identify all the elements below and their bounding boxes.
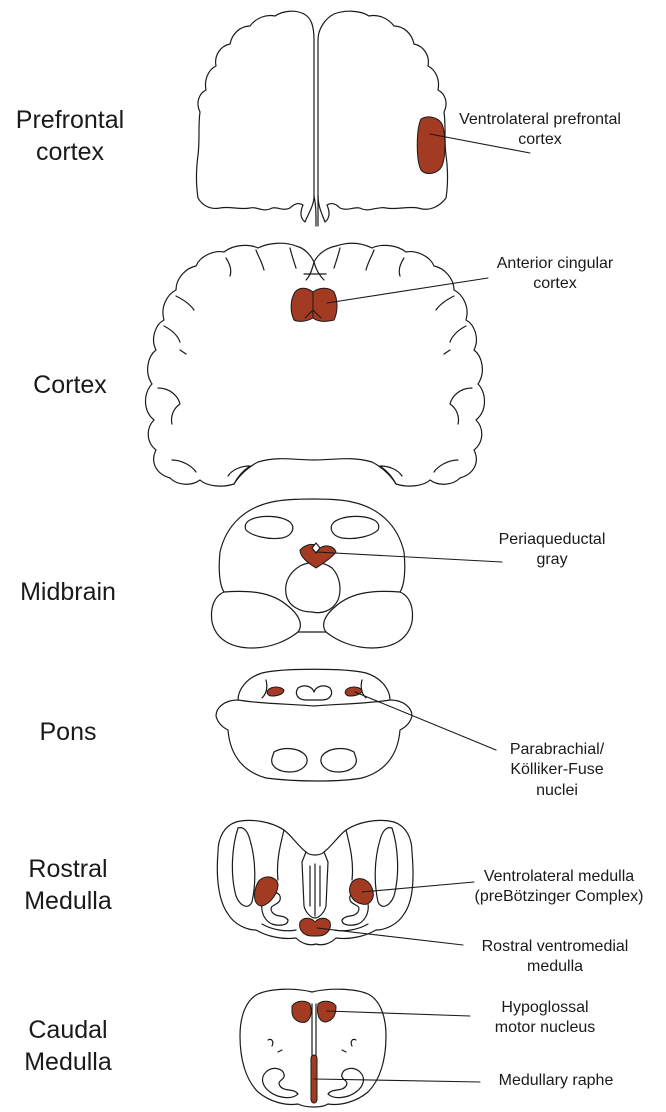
vlm-left-region <box>255 877 278 906</box>
level-label-line: Cortex <box>2 369 138 401</box>
region-label-line: Kölliker-Fuse <box>486 760 628 780</box>
region-label-line: cortex <box>474 274 636 294</box>
level-label-line: Pons <box>0 716 136 748</box>
pb-leader-line <box>355 692 496 750</box>
level-label-rostral-medulla: Rostral Medulla <box>0 853 136 917</box>
cortex-outline <box>146 243 485 486</box>
pons-fourth-ventricle <box>296 686 331 700</box>
level-label-line: Medulla <box>0 1046 136 1078</box>
midbrain-left-colliculus <box>245 516 293 538</box>
raphe-leader-line <box>314 1079 480 1082</box>
region-label-rvm: Rostral ventromedial medulla <box>460 937 650 978</box>
prefrontal-midline <box>314 196 318 226</box>
cortex-midline <box>304 262 326 280</box>
level-label-line: Rostral <box>0 853 136 885</box>
acc-region <box>291 288 337 321</box>
level-label-line: cortex <box>2 136 138 168</box>
pag-leader-line <box>316 552 502 562</box>
region-label-line: Parabrachial/ <box>486 740 628 760</box>
level-label-line: Midbrain <box>0 576 136 608</box>
pons-section <box>216 669 496 781</box>
region-label-line: Hypoglossal <box>470 998 620 1018</box>
rvm-leader-line <box>317 928 463 945</box>
region-label-line: nuclei <box>486 781 628 801</box>
pons-right-basilar <box>321 749 356 772</box>
region-label-hypoglossal: Hypoglossal motor nucleus <box>470 998 620 1039</box>
pons-divider <box>238 700 390 706</box>
level-label-caudal-medulla: Caudal Medulla <box>0 1014 136 1078</box>
region-label-line: Ventrolateral medulla <box>452 867 666 887</box>
midbrain-section <box>212 499 503 648</box>
region-label-line: Rostral ventromedial <box>460 937 650 957</box>
level-label-line: Prefrontal <box>2 104 138 136</box>
region-label-line: (preBötzinger Complex) <box>452 887 666 907</box>
region-label-line: Anterior cingular <box>474 254 636 274</box>
level-label-line: Medulla <box>0 885 136 917</box>
region-label-pag: Periaqueductal gray <box>482 530 622 571</box>
level-label-midbrain: Midbrain <box>0 576 136 608</box>
rostral-medulla-section <box>217 820 474 945</box>
region-label-line: Periaqueductal <box>482 530 622 550</box>
midbrain-right-colliculus <box>331 516 379 538</box>
pb-right-region <box>345 687 362 696</box>
region-label-vlpfc: Ventrolateral prefrontal cortex <box>436 110 644 151</box>
cortex-right-temporal-lobe <box>380 466 402 484</box>
hypoglossal-leader-line <box>327 1011 470 1016</box>
region-label-acc: Anterior cingular cortex <box>474 254 636 295</box>
region-label-line: Ventrolateral prefrontal <box>436 110 644 130</box>
hypoglossal-left-region <box>292 1001 311 1022</box>
midbrain-cerebral-peduncle <box>286 562 340 612</box>
caudal-medulla-right-olive <box>328 1068 363 1097</box>
cortex-left-temporal-lobe <box>228 466 250 484</box>
level-label-cortex: Cortex <box>2 369 138 401</box>
pons-left-basilar <box>272 749 307 772</box>
level-label-prefrontal: Prefrontal cortex <box>2 104 138 168</box>
region-label-parabrachial: Parabrachial/ Kölliker-Fuse nuclei <box>486 740 628 801</box>
rostral-medulla-right-lobe <box>375 828 397 907</box>
cortex-sulci <box>158 248 472 472</box>
midbrain-outline <box>212 499 413 648</box>
level-label-line: Caudal <box>0 1014 136 1046</box>
caudal-medulla-section <box>240 989 480 1107</box>
region-label-line: motor nucleus <box>470 1018 620 1038</box>
rostral-medulla-left-lobe <box>232 828 254 907</box>
region-label-line: Medullary raphe <box>486 1071 626 1091</box>
rostral-medulla-midline <box>302 852 328 918</box>
region-label-raphe: Medullary raphe <box>486 1071 626 1091</box>
rvm-region <box>300 918 331 936</box>
region-label-line: gray <box>482 550 622 570</box>
caudal-medulla-left-olive <box>263 1068 298 1097</box>
prefrontal-left-hemisphere <box>197 11 315 222</box>
level-label-pons: Pons <box>0 716 136 748</box>
pb-left-region <box>267 687 284 696</box>
region-label-line: cortex <box>436 130 644 150</box>
cortex-section <box>146 243 489 486</box>
region-label-vlm: Ventrolateral medulla (preBötzinger Comp… <box>452 867 666 908</box>
pons-outline <box>216 669 412 781</box>
region-label-line: medulla <box>460 957 650 977</box>
pons-left-pocket <box>262 680 267 698</box>
